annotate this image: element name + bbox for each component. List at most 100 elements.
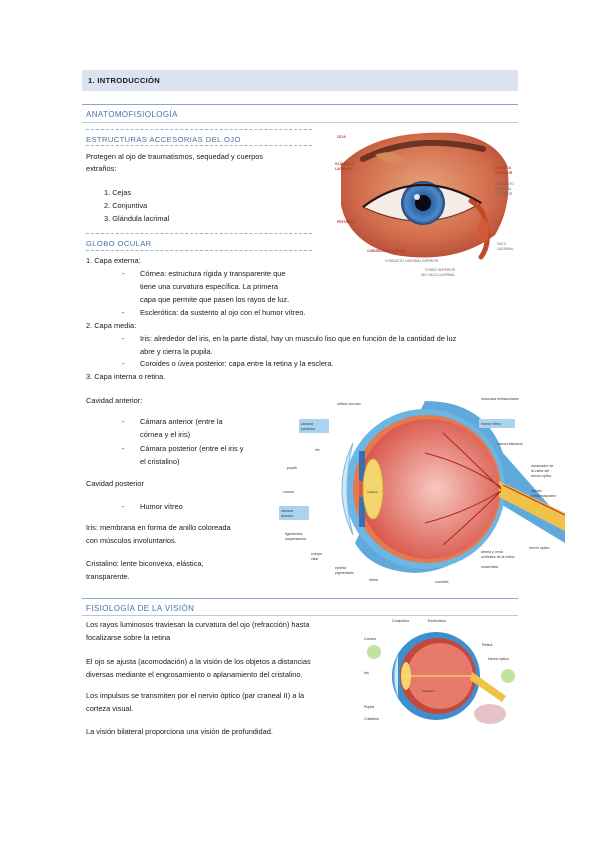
cristalino-def-2: transparente. (86, 572, 130, 581)
iris-upper-shape (359, 451, 365, 481)
coroides-line: Coroides o úvea posterior: capa entre la… (140, 359, 334, 368)
eye-cross-section-illustration: cámara posterior orificio cerrado múscul… (279, 397, 565, 584)
iris-lower-shape (359, 497, 365, 527)
fig3-label-cristalino: Cristalino (364, 717, 379, 721)
globo-title: GLOBO OCULAR (86, 239, 152, 248)
section-header-title: 1. INTRODUCCIÓN (88, 76, 161, 85)
camara-anterior-2: córnea y el iris) (140, 430, 191, 439)
fig2-label-vasos: vasos retinianos (497, 442, 523, 446)
fisiologia-p1-2: focalizarse sobre la retina (86, 633, 171, 642)
fisiologia-p1-1: Los rayos luminosos traviesan la curvatu… (86, 620, 310, 629)
fig2-label-ligamentos-1: ligamentos (285, 532, 303, 536)
fig1-label-parpado: PÁRPADO (495, 165, 512, 170)
lacrimal-eye-illustration: CEJA GLÁNDULA LAGRIMAL PESTAÑAS PÁRPADO … (335, 132, 514, 277)
fig3-image-upright (367, 645, 381, 659)
fig2-label-pupila: pupila (287, 466, 297, 470)
fig3-label-pupila: Pupila (364, 705, 374, 709)
iris-line-1: Iris: alrededor del iris, en la parte di… (140, 334, 457, 343)
cross-section-labels: cámara posterior orificio cerrado múscul… (281, 397, 556, 584)
central-artery-line (502, 484, 565, 516)
fig2-label-anterior: anterior (281, 514, 294, 518)
lens-shape (362, 458, 384, 520)
estructuras-intro-1: Protegen al ojo de traumatismos, sequeda… (86, 152, 264, 161)
cornea-shape (341, 442, 354, 536)
fig2-label-retina: retina (369, 578, 378, 582)
cornea-line-2: tiene una curvatura específica. La prime… (140, 282, 279, 291)
anatomo-rule-top (82, 104, 518, 105)
fig2-label-duramadre-1: duramadre de (531, 464, 553, 468)
cavidad-anterior: Cavidad anterior: (86, 396, 143, 405)
fig2-label-camara-a: cámara (281, 509, 293, 513)
lacrimal-sac-shape (477, 219, 489, 243)
fig2-label-arteria-1: arteria y vena (481, 550, 503, 554)
fig2-label-cornea: córnea (283, 490, 294, 494)
estructuras-title: ESTRUCTURAS ACCESORIAS DEL OJO (86, 135, 241, 144)
camara-posterior-2: el cristalino) (140, 457, 180, 466)
fig2-label-humor: humor vítreo (481, 422, 501, 426)
fig2-label-esclerotica: esclerótica (481, 565, 498, 569)
fig2-label-posterior: posterior (301, 427, 316, 431)
fig2-label-cristalino: cristalino (367, 490, 378, 494)
capa-externa: 1. Capa externa: (86, 256, 141, 265)
iris-line-2: abre y cierra la pupila. (140, 347, 213, 356)
estructuras-rule-top (86, 129, 312, 130)
fig2-label-orificio: orificio cerrado (337, 402, 361, 406)
fig3-optic-nerve (470, 672, 506, 702)
fig2-box-camara-anterior (279, 506, 309, 520)
fig1-label-conducto-inf: CONDUCTO LAGRIMAL INFERIOR (385, 259, 439, 263)
iris-def-1: Iris: membrana en forma de anillo colore… (86, 523, 231, 532)
lacrimal-gland-shape (375, 152, 405, 164)
fig1-label-saco: SACO (497, 242, 507, 246)
fig2-label-musculos: músculos extraoculares (481, 397, 519, 401)
fig3-label-nervio: Nervio óptico (488, 657, 509, 661)
fig3-label-retina: Retina (482, 643, 492, 647)
fig3-label-cornea: Córnea (364, 637, 376, 641)
pupil-highlight (414, 194, 420, 200)
fig2-label-coroides: coroides (435, 580, 449, 584)
fig1-label-superior-2: SUPERIOR (495, 192, 513, 196)
capa-interna: 3. Capa interna o retina. (86, 372, 166, 381)
fig2-label-ligamentos-2: suspensorios (285, 537, 306, 541)
fisiologia-rule-top (82, 598, 518, 599)
list-item-glandula: 3. Glándula lacrimal (104, 214, 170, 223)
fig2-label-cuerpo-1: cuerpo (311, 552, 322, 556)
fig1-label-conducto: CONDUCTO (495, 182, 514, 186)
fig2-label-liquido-1: líquido (531, 489, 542, 493)
camara-anterior-1: Cámara anterior (entre la (140, 417, 223, 426)
fig2-label-liquido-2: cefalorraquídeo (531, 494, 556, 498)
humor-vitreo: Humor vítreo (140, 502, 183, 511)
fig1-label-superior: SUPERIOR (495, 171, 513, 175)
fig3-brain (474, 704, 506, 724)
dash-bullet: - (122, 334, 125, 343)
fisiologia-p2-1: El ojo se ajusta (acomodación) a la visi… (86, 657, 311, 666)
fig3-label-cristalino-inner: Cristalino (422, 689, 435, 693)
cornea-line-1: Córnea: estructura rígida y transparente… (140, 269, 286, 278)
fisiologia-p3-1: Los impulsos se transmiten por el nervio… (86, 691, 305, 700)
fig2-label-duramadre-2: la vaina del (531, 469, 549, 473)
fig1-label-fondo: FONDO SUPERIOR (425, 268, 456, 272)
dash-bullet: - (122, 444, 125, 453)
dash-bullet: - (122, 502, 125, 511)
lacrimal-labels: CEJA GLÁNDULA LAGRIMAL PESTAÑAS PÁRPADO … (335, 135, 514, 277)
upper-lashes-line (362, 183, 482, 208)
fig3-image-inverted (501, 669, 515, 683)
fig2-label-nervio: nervio óptico (529, 546, 549, 550)
capa-media: 2. Capa media: (86, 321, 137, 330)
fig3-label-esclerotica: Esclerótica (428, 619, 446, 623)
fig1-label-saco-lagrimal: LAGRIMAL (497, 247, 514, 251)
esclerotica-line: Esclerótica: da sustento al ojo con el h… (140, 308, 306, 317)
vision-physiology-illustration: Conjuntiva Esclerótica Córnea Retina Iri… (360, 616, 520, 736)
dash-bullet: - (122, 269, 125, 278)
fisiologia-p4: La visión bilateral proporciona una visi… (86, 727, 273, 736)
estructuras-rule-bottom (86, 145, 312, 146)
fig1-label-lagrimal: LAGRIMAL (335, 167, 352, 171)
fisiologia-p3-2: corteza visual. (86, 704, 134, 713)
eyebrow-shape (360, 139, 486, 162)
fig2-label-epitelio-1: epitelio (335, 566, 346, 570)
fig3-label-iris: Iris (364, 671, 369, 675)
fig1-label-glandula: GLÁNDULA (335, 161, 354, 166)
fig1-label-lagrimal-2: LAGRIMAL (495, 187, 512, 191)
fig2-label-cuerpo-2: ciliar (311, 557, 319, 561)
dash-bullet: - (122, 308, 125, 317)
fig2-box-humor-vitreo (479, 419, 515, 428)
